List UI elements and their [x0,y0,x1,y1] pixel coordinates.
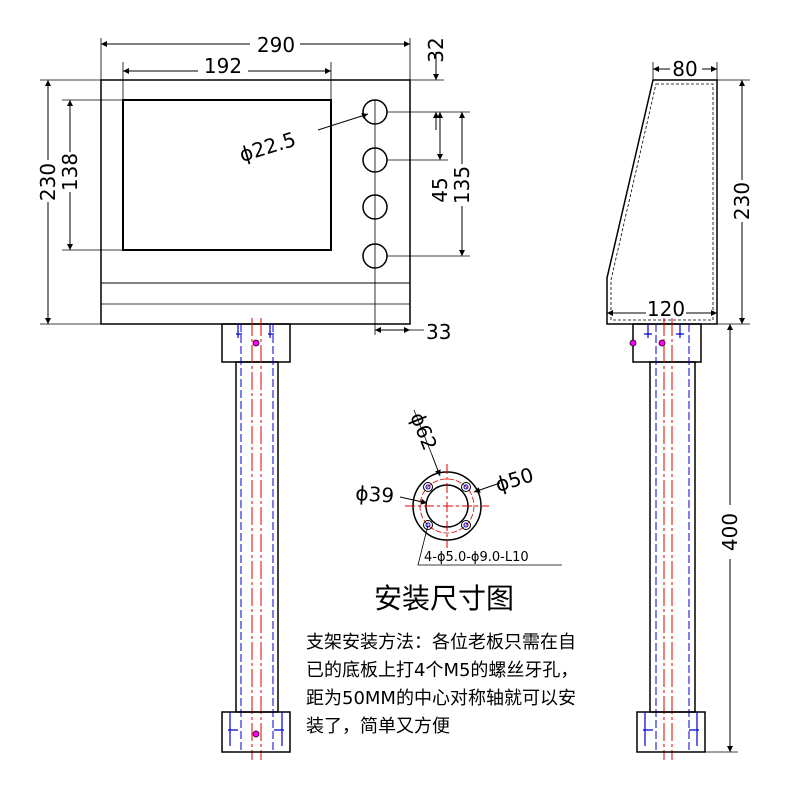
dim-screen-width: 192 [204,54,242,78]
dim-text-mask [60,152,82,192]
dim-text-mask [250,32,300,54]
dim-pole-length: 400 [718,513,742,551]
dim-overall-height: 230 [36,163,60,201]
leader-holes [417,524,562,566]
leader-inner-diameter [399,496,428,505]
dim-button-pitch: 45 [428,177,452,202]
leader-outer-diameter [431,454,441,477]
dim-text-mask [670,58,702,78]
side-housing-dashed-edge [610,83,714,321]
front-pole [235,361,279,713]
screen-window [122,99,332,251]
dim-bottom-depth: 120 [647,297,685,321]
flange-hole [423,482,433,492]
dim-text-mask [731,180,755,222]
dim-bottom-offset: 33 [426,320,451,344]
front-bracket-screw [252,339,260,347]
note-line-2: 已的底板上打4个M5的螺丝牙孔， [306,660,578,681]
flange-hole [461,520,471,530]
dim-overall-width: 290 [257,33,295,57]
dim-text-mask [198,58,248,78]
flange-inner-diameter: ϕ39 [355,481,395,508]
side-base-block [636,711,706,753]
dim-button-span: 135 [450,166,474,204]
dim-text-mask [719,505,743,559]
note-line-3: 距为50MM的中心对称轴就可以安 [306,688,576,709]
side-housing-outline [606,79,718,325]
leader-outer-diameter-base [413,409,433,456]
side-base-slot [643,712,699,746]
flange-hole [423,520,433,530]
dim-top-offset: 32 [424,37,448,62]
dim-screen-height: 138 [58,153,82,191]
note-line-1: 支架安装方法：各位老板只需在自 [306,632,576,653]
front-base-slot [228,712,284,746]
flange-hole [461,482,471,492]
dim-text-mask [36,160,60,202]
leader-button-diameter [317,112,369,131]
flange-outer-diameter: ϕ62 [405,409,442,454]
flange-detail: ϕ62 ϕ50 ϕ39 4-ϕ5.0-ϕ9.0-L10 [355,409,562,566]
note-line-4: 装了，简单又方便 [306,716,450,737]
front-bracket-slot [236,324,274,338]
dim-top-depth: 80 [672,57,697,81]
dim-text-mask [646,298,686,318]
drawing-title: 安装尺寸图 [374,582,514,615]
flange-bolt-circle: ϕ50 [492,463,536,497]
front-base-screw [252,730,260,738]
dim-button-diameter: ϕ22.5 [236,127,298,167]
side-bracket-slot [644,324,684,338]
side-bracket-screw [629,339,637,347]
side-view: 80 230 120 400 [606,57,755,760]
side-top-bracket [632,323,702,363]
dim-text-mask [452,164,474,206]
dim-side-height: 230 [730,182,754,220]
leader-bolt-circle [473,482,501,493]
front-base-block [221,711,291,753]
flange-hole-spec: 4-ϕ5.0-ϕ9.0-L10 [424,550,529,565]
